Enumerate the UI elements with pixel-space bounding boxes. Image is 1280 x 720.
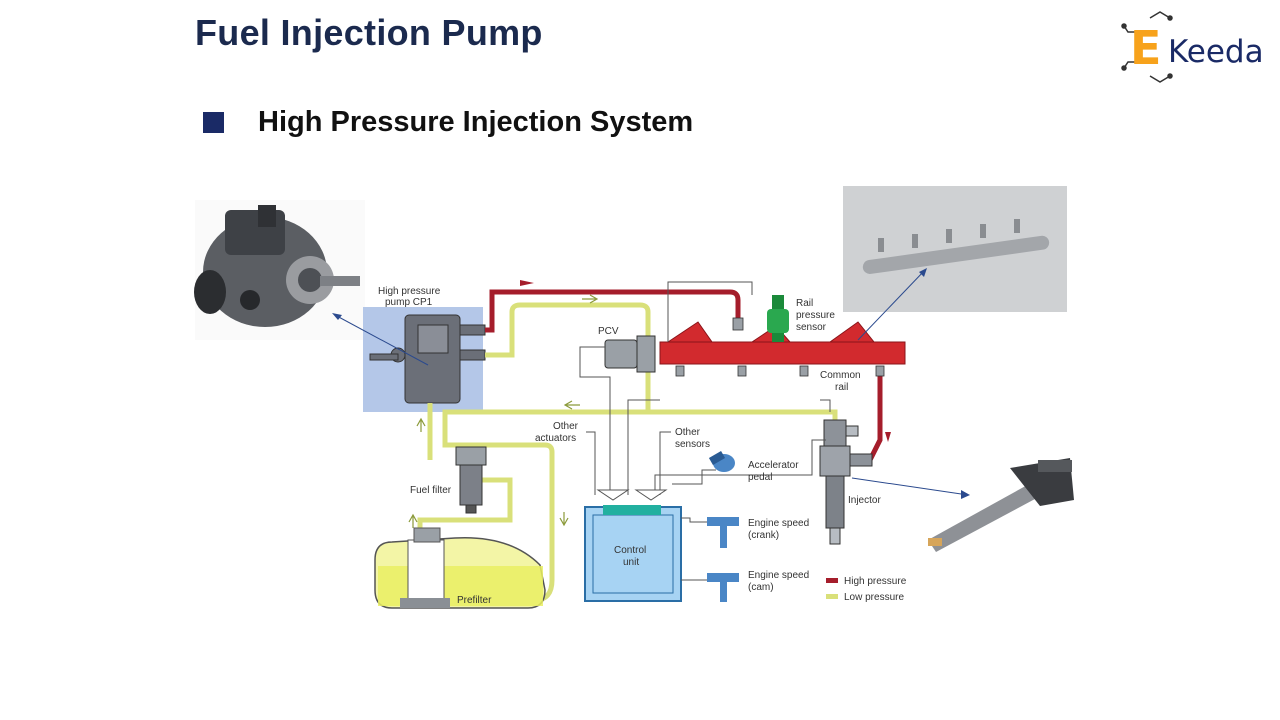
label-rail-sensor-line2: pressure [796,310,835,321]
legend-label-high-pressure: High pressure [844,576,907,587]
injector-photo [928,458,1074,552]
low-pressure-lines [417,302,838,603]
pointer-arrowheads [332,268,970,499]
pcv-valve [604,335,656,373]
bullet-square-icon [203,112,224,133]
common-rail-photo [843,186,1067,312]
label-accelerator-line2: pedal [748,472,772,483]
injector-schematic [819,419,873,545]
label-hp-pump-line2: pump CP1 [385,297,433,308]
label-cam-speed-line2: (cam) [748,582,774,593]
rail-pressure-sensor [767,295,789,342]
cam-speed-sensor-icon [707,573,739,602]
label-injector: Injector [848,495,881,506]
signal-arrows-icon [596,489,668,501]
slide-title: Fuel Injection Pump [195,12,543,53]
label-control-unit-line1: Control [614,545,646,556]
logo-text: Keeda [1168,34,1264,70]
label-fuel-filter: Fuel filter [410,485,452,496]
pointer-lines [334,269,969,496]
high-pressure-lines [485,289,883,462]
label-common-rail-line1: Common [820,370,861,381]
accelerator-pedal-icon [708,451,735,472]
crank-speed-sensor-icon [707,517,739,548]
label-hp-pump-line1: High pressure [378,286,441,297]
legend-label-low-pressure: Low pressure [844,592,904,603]
logo-circuit-icon [1121,11,1173,83]
label-other-actuators-line2: actuators [535,433,576,444]
label-common-rail-line2: rail [835,382,848,393]
label-cam-speed-line1: Engine speed [748,570,809,581]
high-pressure-arrow-icon [520,280,534,286]
rail-ports [675,317,885,377]
bullet-text: High Pressure Injection System [258,106,694,138]
high-pressure-arrow-icon [885,432,891,442]
legend: High pressure Low pressure [826,576,907,603]
label-rail-sensor-line3: sensor [796,322,827,333]
label-crank-speed-line1: Engine speed [748,518,809,529]
control-unit [584,505,682,602]
fuel-tank [374,527,546,609]
common-rail-schematic [659,321,906,365]
hp-pump-photo [194,200,365,340]
label-pcv: PCV [598,326,619,337]
fuel-filter [455,446,487,514]
label-control-unit-line2: unit [623,557,639,568]
bullet-item: High Pressure Injection System [203,106,693,139]
ekeeda-logo: E Keeda [1121,11,1264,83]
label-other-actuators-line1: Other [553,421,579,432]
label-rail-sensor-line1: Rail [796,298,813,309]
label-other-sensors-line2: sensors [675,439,710,450]
label-prefilter: Prefilter [457,595,492,606]
low-pressure-arrows [408,294,599,528]
label-other-sensors-line1: Other [675,427,701,438]
legend-swatch-high-pressure [826,578,838,583]
signal-wires [579,281,831,581]
hp-pump-schematic [369,314,486,404]
logo-letter: E [1130,21,1161,75]
label-crank-speed-line2: (crank) [748,530,779,541]
label-accelerator-line1: Accelerator [748,460,799,471]
legend-swatch-low-pressure [826,594,838,599]
